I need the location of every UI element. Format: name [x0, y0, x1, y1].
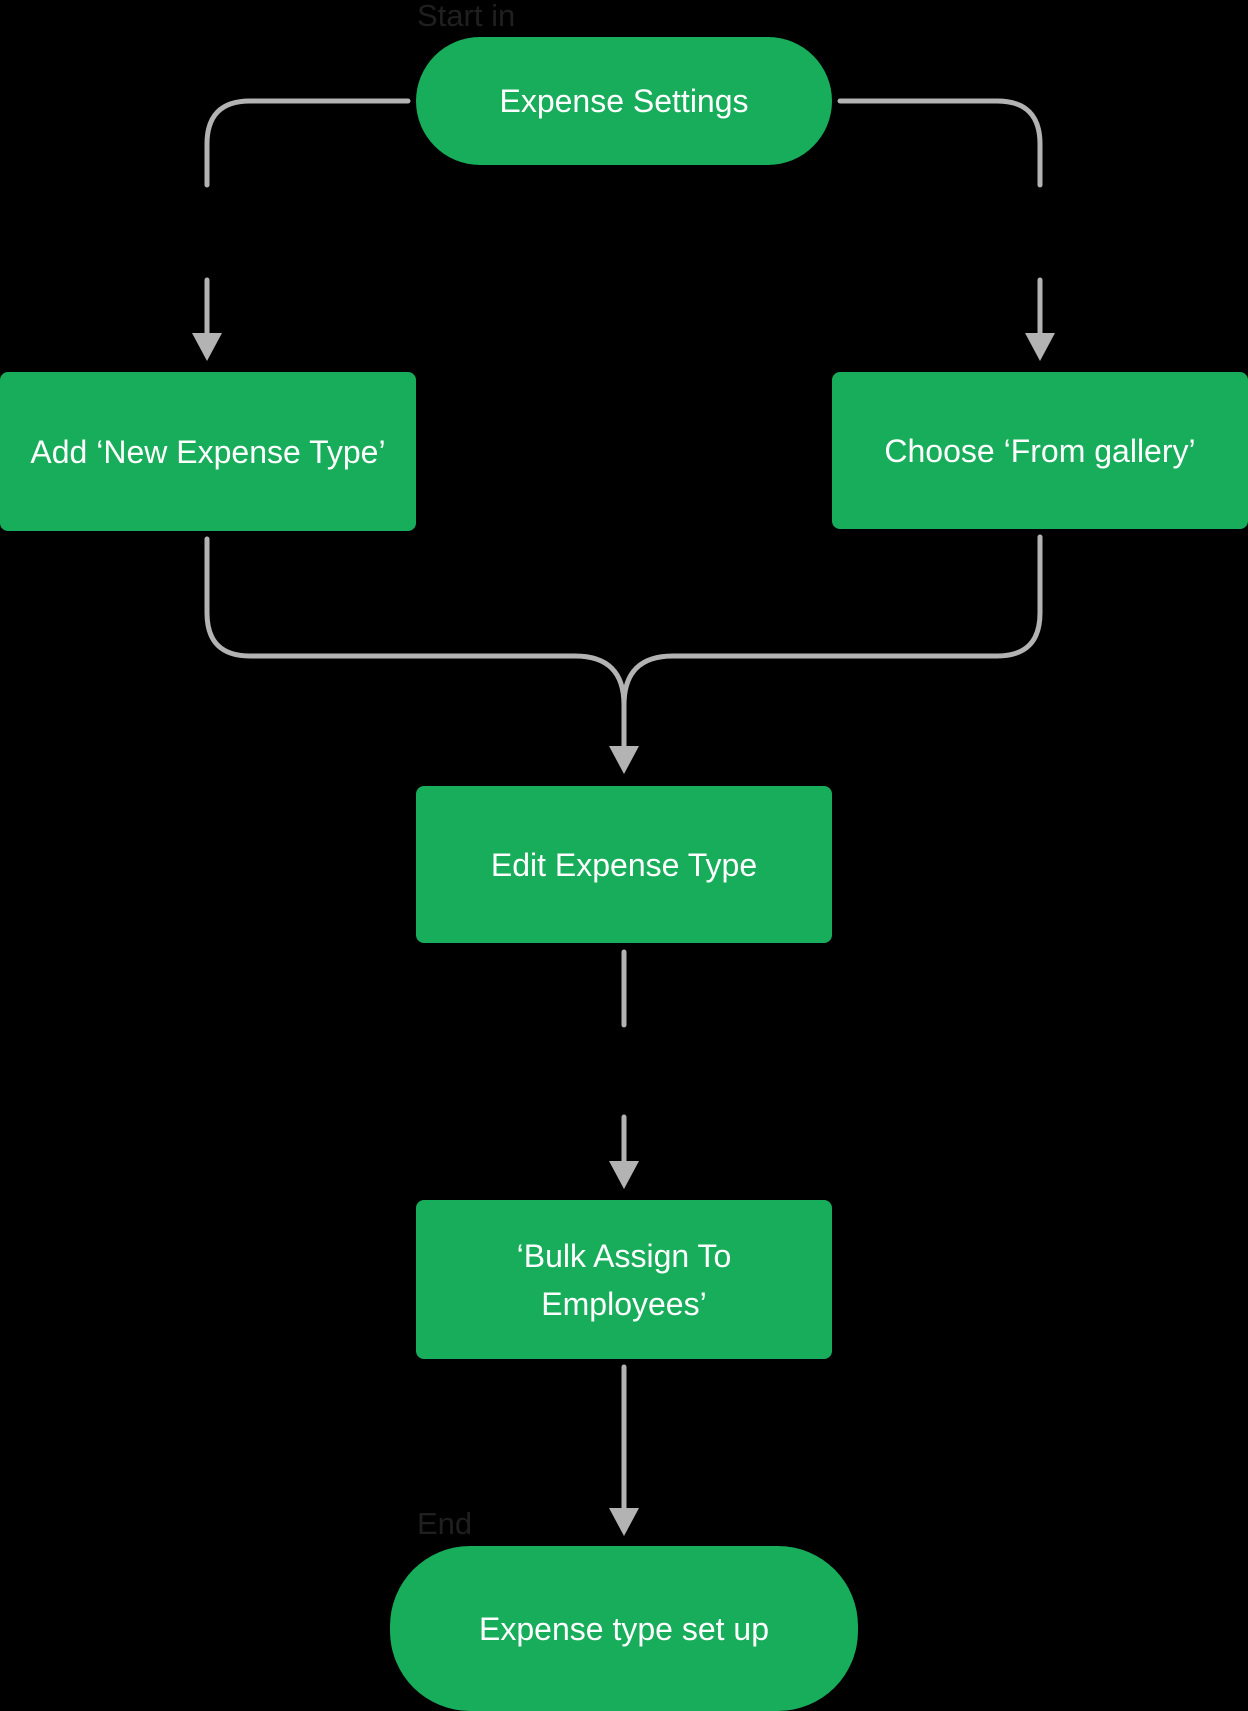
- edge-settings-to-gallery: [837, 98, 1055, 361]
- edge-gallery-to-edit: [609, 534, 1043, 774]
- start-caption: Start in: [417, 0, 516, 33]
- node-edit-expense-type[interactable]: Edit Expense Type: [416, 786, 832, 943]
- edge-edit-to-bulk-assign: [609, 949, 639, 1189]
- node-expense-settings[interactable]: Expense Settings: [416, 37, 832, 165]
- arrowhead: [1025, 333, 1055, 361]
- connector-line: [204, 98, 411, 188]
- edge-bulk-assign-to-set-up: [609, 1364, 639, 1536]
- end-caption: End: [417, 1506, 473, 1541]
- node-choose-from-gallery[interactable]: Choose ‘From gallery’: [832, 372, 1248, 529]
- edge-settings-to-add-new: [192, 98, 411, 361]
- arrowhead: [609, 746, 639, 774]
- connector-line: [837, 98, 1043, 188]
- arrowhead: [192, 333, 222, 361]
- connector-line: [621, 534, 1043, 708]
- arrowhead: [609, 1508, 639, 1536]
- node-add-new-expense-type[interactable]: Add ‘New Expense Type’: [0, 372, 416, 531]
- connector-line: [204, 536, 627, 751]
- edge-add-new-to-edit: [204, 536, 627, 751]
- node-expense-type-set-up[interactable]: Expense type set up: [390, 1546, 858, 1711]
- node-bulk-assign-to-employees[interactable]: ‘Bulk Assign To Employees’: [416, 1200, 832, 1359]
- arrowhead: [609, 1161, 639, 1189]
